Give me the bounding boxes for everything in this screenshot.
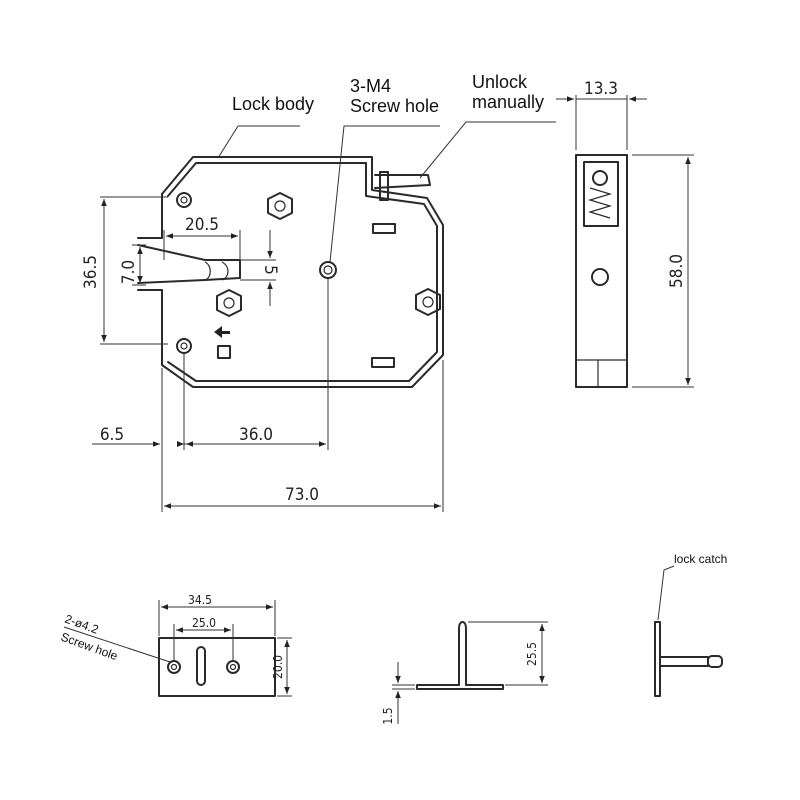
dim-36-5: 36.5	[81, 255, 101, 289]
side-hole	[591, 268, 609, 286]
lock-body-outline	[137, 156, 444, 388]
catch-end-pin	[659, 656, 709, 667]
screw-hole-bottom-left	[176, 338, 192, 354]
slot-bottom	[371, 357, 395, 368]
label-screw-line1: 3-M4	[350, 76, 391, 96]
label-lock-catch: lock catch	[674, 552, 727, 566]
catch-end-view: lock catch	[654, 552, 727, 697]
catch-hole-left	[167, 660, 181, 674]
bolt-tongue	[137, 244, 241, 284]
label-screw-line2: Screw hole	[350, 96, 439, 116]
dim-13-3: 13.3	[584, 79, 618, 99]
dim-36-0: 36.0	[239, 425, 273, 445]
catch-end-plate	[654, 621, 661, 697]
dim-7-0: 7.0	[119, 260, 139, 284]
catch-side-view: 25.5 1.5	[381, 621, 548, 725]
catch-front-view: 34.5 25.0 20.0 2-ø4.2 Screw hole	[59, 593, 292, 697]
dim-20-5: 20.5	[185, 215, 219, 235]
screw-hole-top-left	[176, 192, 192, 208]
catch-hole-right	[226, 660, 240, 674]
hex-nut-top	[267, 192, 293, 220]
label-unlock-line1: Unlock	[472, 72, 528, 92]
square-window	[217, 345, 231, 359]
dim-5: 5	[260, 265, 280, 275]
catch-side-profile	[416, 621, 504, 690]
hex-nut-right	[415, 288, 441, 316]
dim-58-0: 58.0	[667, 254, 687, 288]
dim-20-0: 20.0	[271, 655, 285, 679]
side-body	[575, 154, 628, 388]
catch-plate	[158, 637, 276, 697]
dim-1-5: 1.5	[381, 707, 395, 724]
dim-25-0: 25.0	[192, 616, 216, 630]
unlock-pin	[374, 171, 431, 201]
dim-6-5: 6.5	[100, 425, 124, 445]
catch-slot	[196, 646, 206, 686]
dim-25-5: 25.5	[525, 642, 539, 666]
label-screw-hole: Screw hole	[59, 630, 120, 664]
lock-side-view: 13.3 58.0	[556, 79, 694, 388]
slot-top	[372, 223, 396, 234]
screw-hole-center	[319, 261, 337, 279]
direction-arrow-icon	[214, 326, 230, 338]
hex-nut-middle	[216, 289, 242, 317]
label-lock-body: Lock body	[232, 94, 314, 114]
lock-body-view: 36.5 7.0 20.5 5 6.5 36.0 73.0 Lock body …	[81, 72, 556, 512]
spring-icon	[587, 187, 613, 219]
label-unlock-line2: manually	[472, 92, 544, 112]
dim-73-0: 73.0	[285, 485, 319, 505]
dim-34-5: 34.5	[188, 593, 212, 607]
